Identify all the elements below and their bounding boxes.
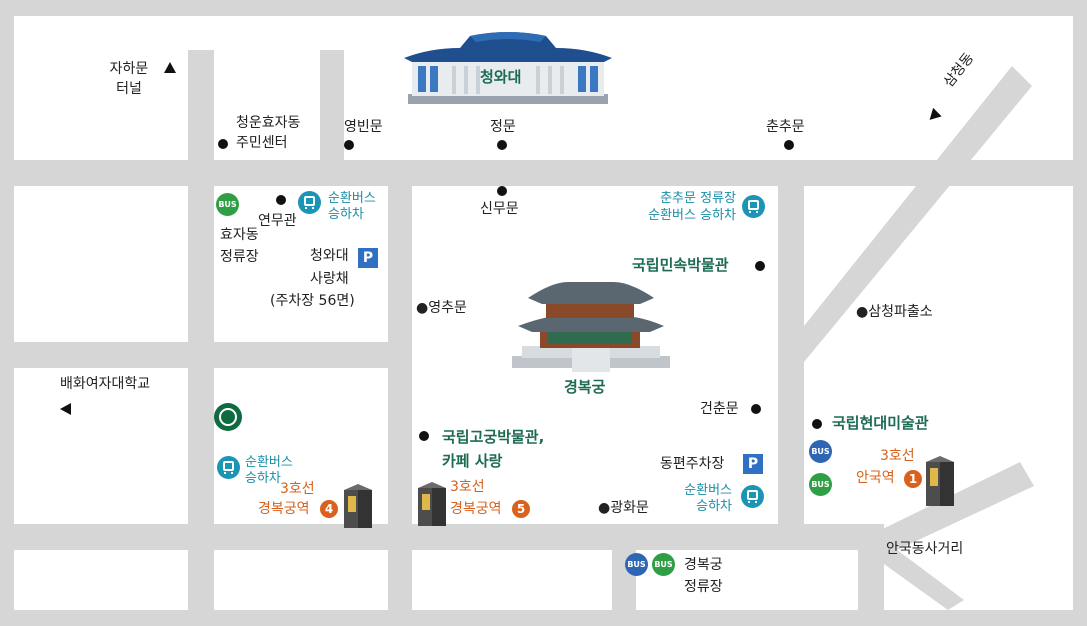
- sarangchae-label: 청와대: [310, 248, 349, 264]
- mmca-label: 국립현대미술관: [832, 414, 929, 432]
- yeongbinmun-marker: [344, 140, 354, 150]
- subway-pillars: [344, 456, 954, 528]
- road-v2: [320, 50, 344, 162]
- arrow-left-icon: [60, 403, 71, 415]
- anguk-intersection-label: 안국동사거리: [886, 541, 964, 557]
- baehwa-label: 배화여자대학교: [60, 376, 151, 392]
- palace-museum-label-2: 카페 사랑: [442, 452, 503, 470]
- road-v5: [778, 160, 804, 550]
- shuttle-bus-icon: [742, 195, 765, 218]
- gyeongbokgung-station-label: 경복궁역: [258, 501, 310, 517]
- geonchunmun-marker: [751, 404, 761, 414]
- arrow-up-icon: [164, 62, 176, 73]
- dongpyeon-parking-label: 동편주차장: [660, 456, 725, 472]
- community-center-marker: [218, 139, 228, 149]
- road-north: [14, 160, 1073, 186]
- yeonmugwan-marker: [276, 195, 286, 205]
- police-box-label: ●삼청파출소: [856, 304, 933, 320]
- yeongchumun-label: ●영추문: [416, 300, 467, 316]
- shuttle-label: 순환버스: [245, 455, 293, 470]
- gyeongbokgung-label: 경복궁: [564, 378, 606, 396]
- roads: [14, 50, 1073, 610]
- gyeongbokgung-building: [512, 282, 670, 372]
- community-center-label: 청운효자동: [236, 115, 301, 131]
- road-diagonal: [804, 66, 1032, 362]
- road-v1: [188, 50, 214, 610]
- sinmumun-label: 신무문: [480, 201, 519, 217]
- sinmumun-marker: [497, 186, 507, 196]
- sarangchae-label-3: (주차장 56면): [270, 293, 355, 309]
- road-anguk-ne: [860, 462, 1034, 556]
- folk-museum-label: 국립민속박물관: [632, 256, 729, 274]
- chunchu-shuttle-label-2: 순환버스 승하차: [648, 208, 736, 223]
- shuttle-label-2: 승하차: [245, 471, 281, 486]
- gbg-stop-label-2: 정류장: [684, 579, 723, 595]
- starbucks-icon: [214, 403, 242, 431]
- road-v3: [388, 160, 412, 610]
- jeongmun-marker: [497, 140, 507, 150]
- chunchumun-label: 춘추문: [766, 119, 805, 135]
- shuttle-bus-icon: [741, 485, 764, 508]
- community-center-label-2: 주민센터: [236, 135, 288, 151]
- hyoja-stop-label-2: 정류장: [220, 249, 259, 265]
- folk-museum-marker: [755, 261, 765, 271]
- road-south: [14, 524, 884, 550]
- shuttle-bus-icon: [217, 456, 240, 479]
- gbg-stop-label: 경복궁: [684, 557, 723, 573]
- geonchunmun-label: 건춘문: [700, 401, 739, 417]
- line3-label: 3호선: [450, 479, 485, 495]
- bus-icon: BUS: [809, 473, 832, 496]
- yeongbinmun-label: 영빈문: [344, 119, 383, 135]
- gwanghwamun-label: ●광화문: [598, 500, 649, 516]
- exit-4-badge: 4: [320, 500, 338, 518]
- shuttle-label-2: 승하차: [696, 499, 732, 514]
- shuttle-label: 순환버스: [328, 191, 376, 206]
- shuttle-label: 순환버스: [684, 483, 732, 498]
- bus-icon: BUS: [216, 193, 239, 216]
- jahamun-label: 자하문: [109, 61, 149, 77]
- sarangchae-label-2: 사랑채: [310, 271, 349, 287]
- exit-1-badge: 1: [904, 470, 922, 488]
- jeongmun-label: 정문: [490, 119, 516, 135]
- palace-museum-marker: [419, 431, 429, 441]
- yeonmugwan-label: 연무관: [258, 213, 297, 229]
- palace-museum-label: 국립고궁박물관,: [442, 428, 545, 446]
- anguk-station-label: 안국역: [856, 470, 895, 486]
- cheongwadae-label: 청와대: [480, 68, 522, 86]
- hyoja-stop-label: 효자동: [220, 227, 259, 243]
- exit-5-badge: 5: [512, 500, 530, 518]
- road-anguk-se: [884, 540, 964, 610]
- shuttle-label-2: 승하차: [328, 207, 364, 222]
- jahamun-label-2: 터널: [116, 81, 142, 97]
- line3-label: 3호선: [280, 481, 315, 497]
- parking-icon: P: [743, 454, 763, 474]
- cheongwadae-building: [404, 32, 612, 104]
- bus-icon: BUS: [652, 553, 675, 576]
- chunchu-shuttle-label: 춘추문 정류장: [660, 191, 736, 206]
- line3-label: 3호선: [880, 448, 915, 464]
- bus-icon: BUS: [625, 553, 648, 576]
- chunchumun-marker: [784, 140, 794, 150]
- shuttle-bus-icon: [298, 191, 321, 214]
- parking-icon: P: [358, 248, 378, 268]
- mmca-marker: [812, 419, 822, 429]
- gyeongbokgung-station-label: 경복궁역: [450, 501, 502, 517]
- bus-icon: BUS: [809, 440, 832, 463]
